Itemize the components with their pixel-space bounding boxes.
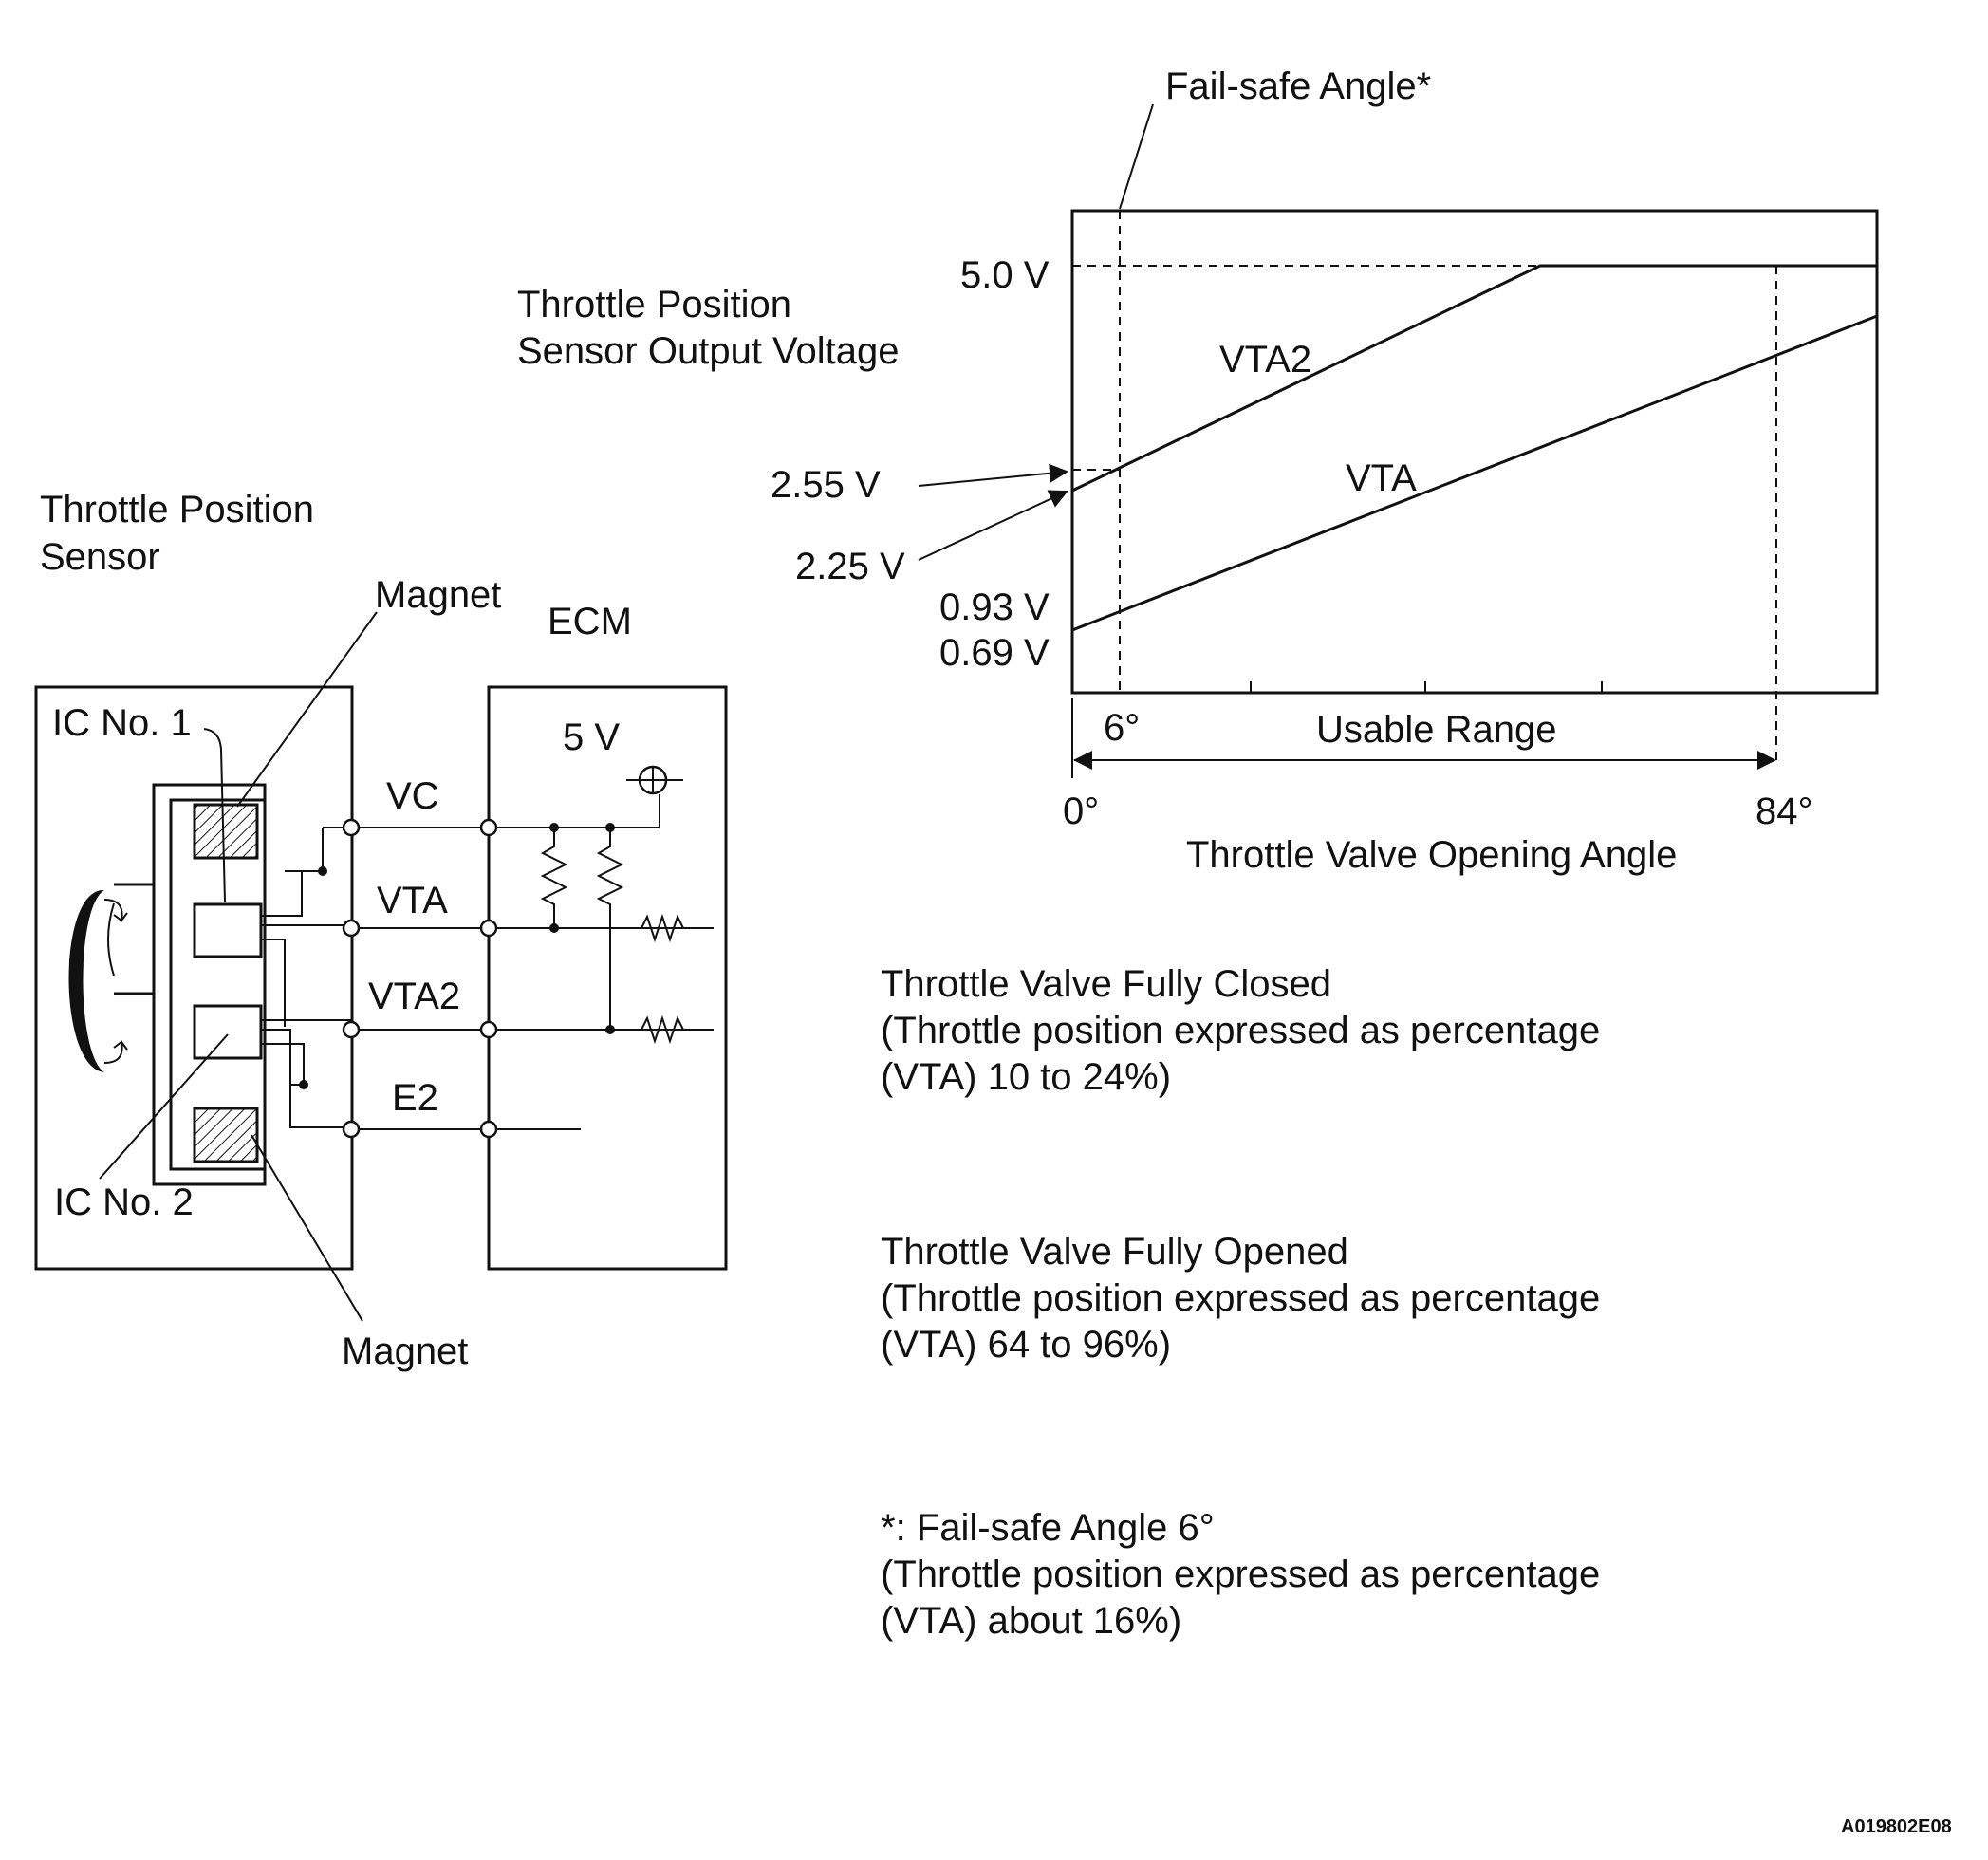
magnet-top-leader [236, 611, 378, 808]
x-label-84deg: 84° [1756, 790, 1813, 832]
resistor-vta2-series [634, 1014, 714, 1045]
series-line-vta [1071, 314, 1878, 632]
fail-safe-angle-label: Fail-safe Angle* [1165, 65, 1431, 107]
y-label-0-93v: 0.93 V [939, 586, 1050, 628]
rotation-indicator [68, 889, 104, 1072]
series-label-vta2: VTA2 [1219, 339, 1311, 381]
arrow-2-25v [918, 490, 1068, 561]
rotation-arrow-top-icon [103, 899, 128, 922]
terminal-label-vta: VTA [377, 880, 448, 921]
shaft-break [107, 902, 115, 976]
svg-text:Throttle Valve Fully Closed: Throttle Valve Fully Closed [881, 963, 1331, 1005]
terminal-label-vc: VC [386, 775, 439, 817]
note-fully-opened: Throttle Valve Fully Opened (Throttle po… [881, 1231, 1600, 1366]
magnet-bottom [193, 1107, 259, 1163]
ic2-label: IC No. 2 [54, 1181, 194, 1223]
ic1-label: IC No. 1 [52, 702, 192, 744]
connector-terminals [342, 818, 498, 1139]
svg-text:(VTA) about 16%): (VTA) about 16%) [881, 1600, 1181, 1642]
terminal-label-e2: E2 [392, 1077, 438, 1119]
svg-text:(VTA) 10 to 24%): (VTA) 10 to 24%) [881, 1056, 1171, 1098]
note-fully-closed: Throttle Valve Fully Closed (Throttle po… [881, 963, 1600, 1098]
svg-text:*: Fail-safe Angle 6°: *: Fail-safe Angle 6° [881, 1507, 1215, 1549]
ecm-box [487, 685, 728, 1271]
ic2-leader [99, 1033, 229, 1180]
sensor-housing [34, 685, 354, 1271]
svg-text:(Throttle position expressed a: (Throttle position expressed as percenta… [881, 1553, 1600, 1595]
y-label-5v: 5.0 V [960, 254, 1050, 296]
ic2-box [193, 1004, 263, 1060]
x-label-6deg: 6° [1104, 707, 1140, 749]
magnet-top-label: Magnet [375, 574, 501, 616]
svg-text:Throttle Valve Fully Opened: Throttle Valve Fully Opened [881, 1231, 1348, 1273]
throttle-shaft [114, 883, 154, 995]
rotation-arrow-bottom-icon [103, 1040, 128, 1064]
y-label-2-55v: 2.55 V [771, 464, 881, 506]
supply-5v-label: 5 V [563, 716, 620, 758]
y-axis-title-line1: Throttle Position [517, 284, 791, 326]
series-line-vta2 [1071, 264, 1877, 493]
note-fail-safe: *: Fail-safe Angle 6° (Throttle position… [881, 1507, 1600, 1642]
y-label-0-69v: 0.69 V [939, 632, 1050, 674]
output-voltage-graph: Fail-safe Angle* Throttle Position Senso… [517, 65, 1879, 876]
x-label-0deg: 0° [1063, 790, 1099, 832]
svg-text:(VTA) 64 to 96%): (VTA) 64 to 96%) [881, 1324, 1171, 1366]
ic1-leader [203, 728, 226, 902]
resistor-vta-series [634, 913, 714, 943]
terminal-label-vta2: VTA2 [368, 976, 460, 1017]
notes: Throttle Valve Fully Closed (Throttle po… [881, 963, 1600, 1642]
usable-range-label: Usable Range [1316, 709, 1557, 751]
svg-text:(Throttle position expressed a: (Throttle position expressed as percenta… [881, 1277, 1600, 1319]
sensor-internal-wiring [261, 827, 351, 1128]
sensor-title-line1: Throttle Position [40, 489, 314, 530]
sensor-title-line2: Sensor [40, 536, 160, 578]
magnet-bottom-label: Magnet [342, 1330, 468, 1372]
y-axis-title-line2: Sensor Output Voltage [517, 330, 900, 372]
x-axis-title: Throttle Valve Opening Angle [1186, 834, 1677, 876]
ecm-label: ECM [548, 601, 632, 642]
circuit-diagram: Throttle Position Sensor Magnet ECM IC N… [34, 489, 728, 1372]
y-label-2-25v: 2.25 V [795, 546, 905, 587]
magnet-yoke-inner [169, 798, 267, 1171]
ic1-box [193, 902, 263, 958]
magnet-bottom-leader [251, 1134, 363, 1322]
plot-frame [1070, 209, 1879, 695]
resistor-vc-vta [540, 828, 568, 928]
fail-safe-leader [1119, 103, 1154, 210]
magnet-top [193, 803, 259, 860]
svg-text:(Throttle position expressed a: (Throttle position expressed as percenta… [881, 1010, 1600, 1051]
resistor-vc-vta2 [596, 828, 624, 1030]
series-label-vta: VTA [1346, 457, 1417, 499]
ecm-internal-circuit [540, 765, 714, 1045]
arrow-2-55v [918, 463, 1068, 487]
figure-code: A019802E08 [1841, 1816, 1952, 1837]
